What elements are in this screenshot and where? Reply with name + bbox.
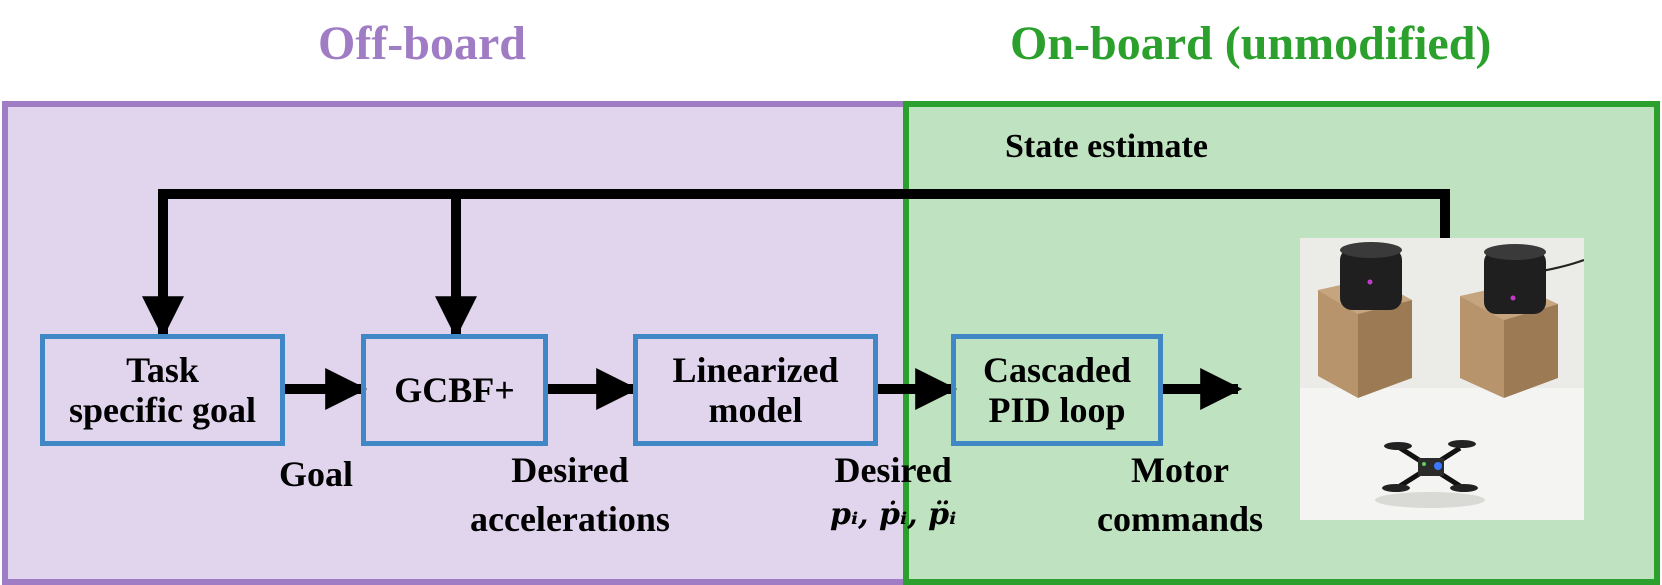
goal-label: Goal	[279, 454, 354, 494]
quadrotor-drone	[1375, 440, 1485, 508]
offboard-title: Off-board	[318, 17, 526, 70]
state-estimate-label: State estimate	[1005, 128, 1208, 165]
hardware-photo	[1300, 238, 1584, 520]
feedback-path	[142, 189, 1450, 339]
gcbf-block: GCBF+	[361, 334, 548, 446]
left-mocap-camera	[1340, 242, 1402, 310]
onboard-title: On-board (unmodified)	[1010, 17, 1492, 70]
offboard-region	[2, 101, 912, 585]
right-mocap-camera	[1484, 244, 1546, 314]
